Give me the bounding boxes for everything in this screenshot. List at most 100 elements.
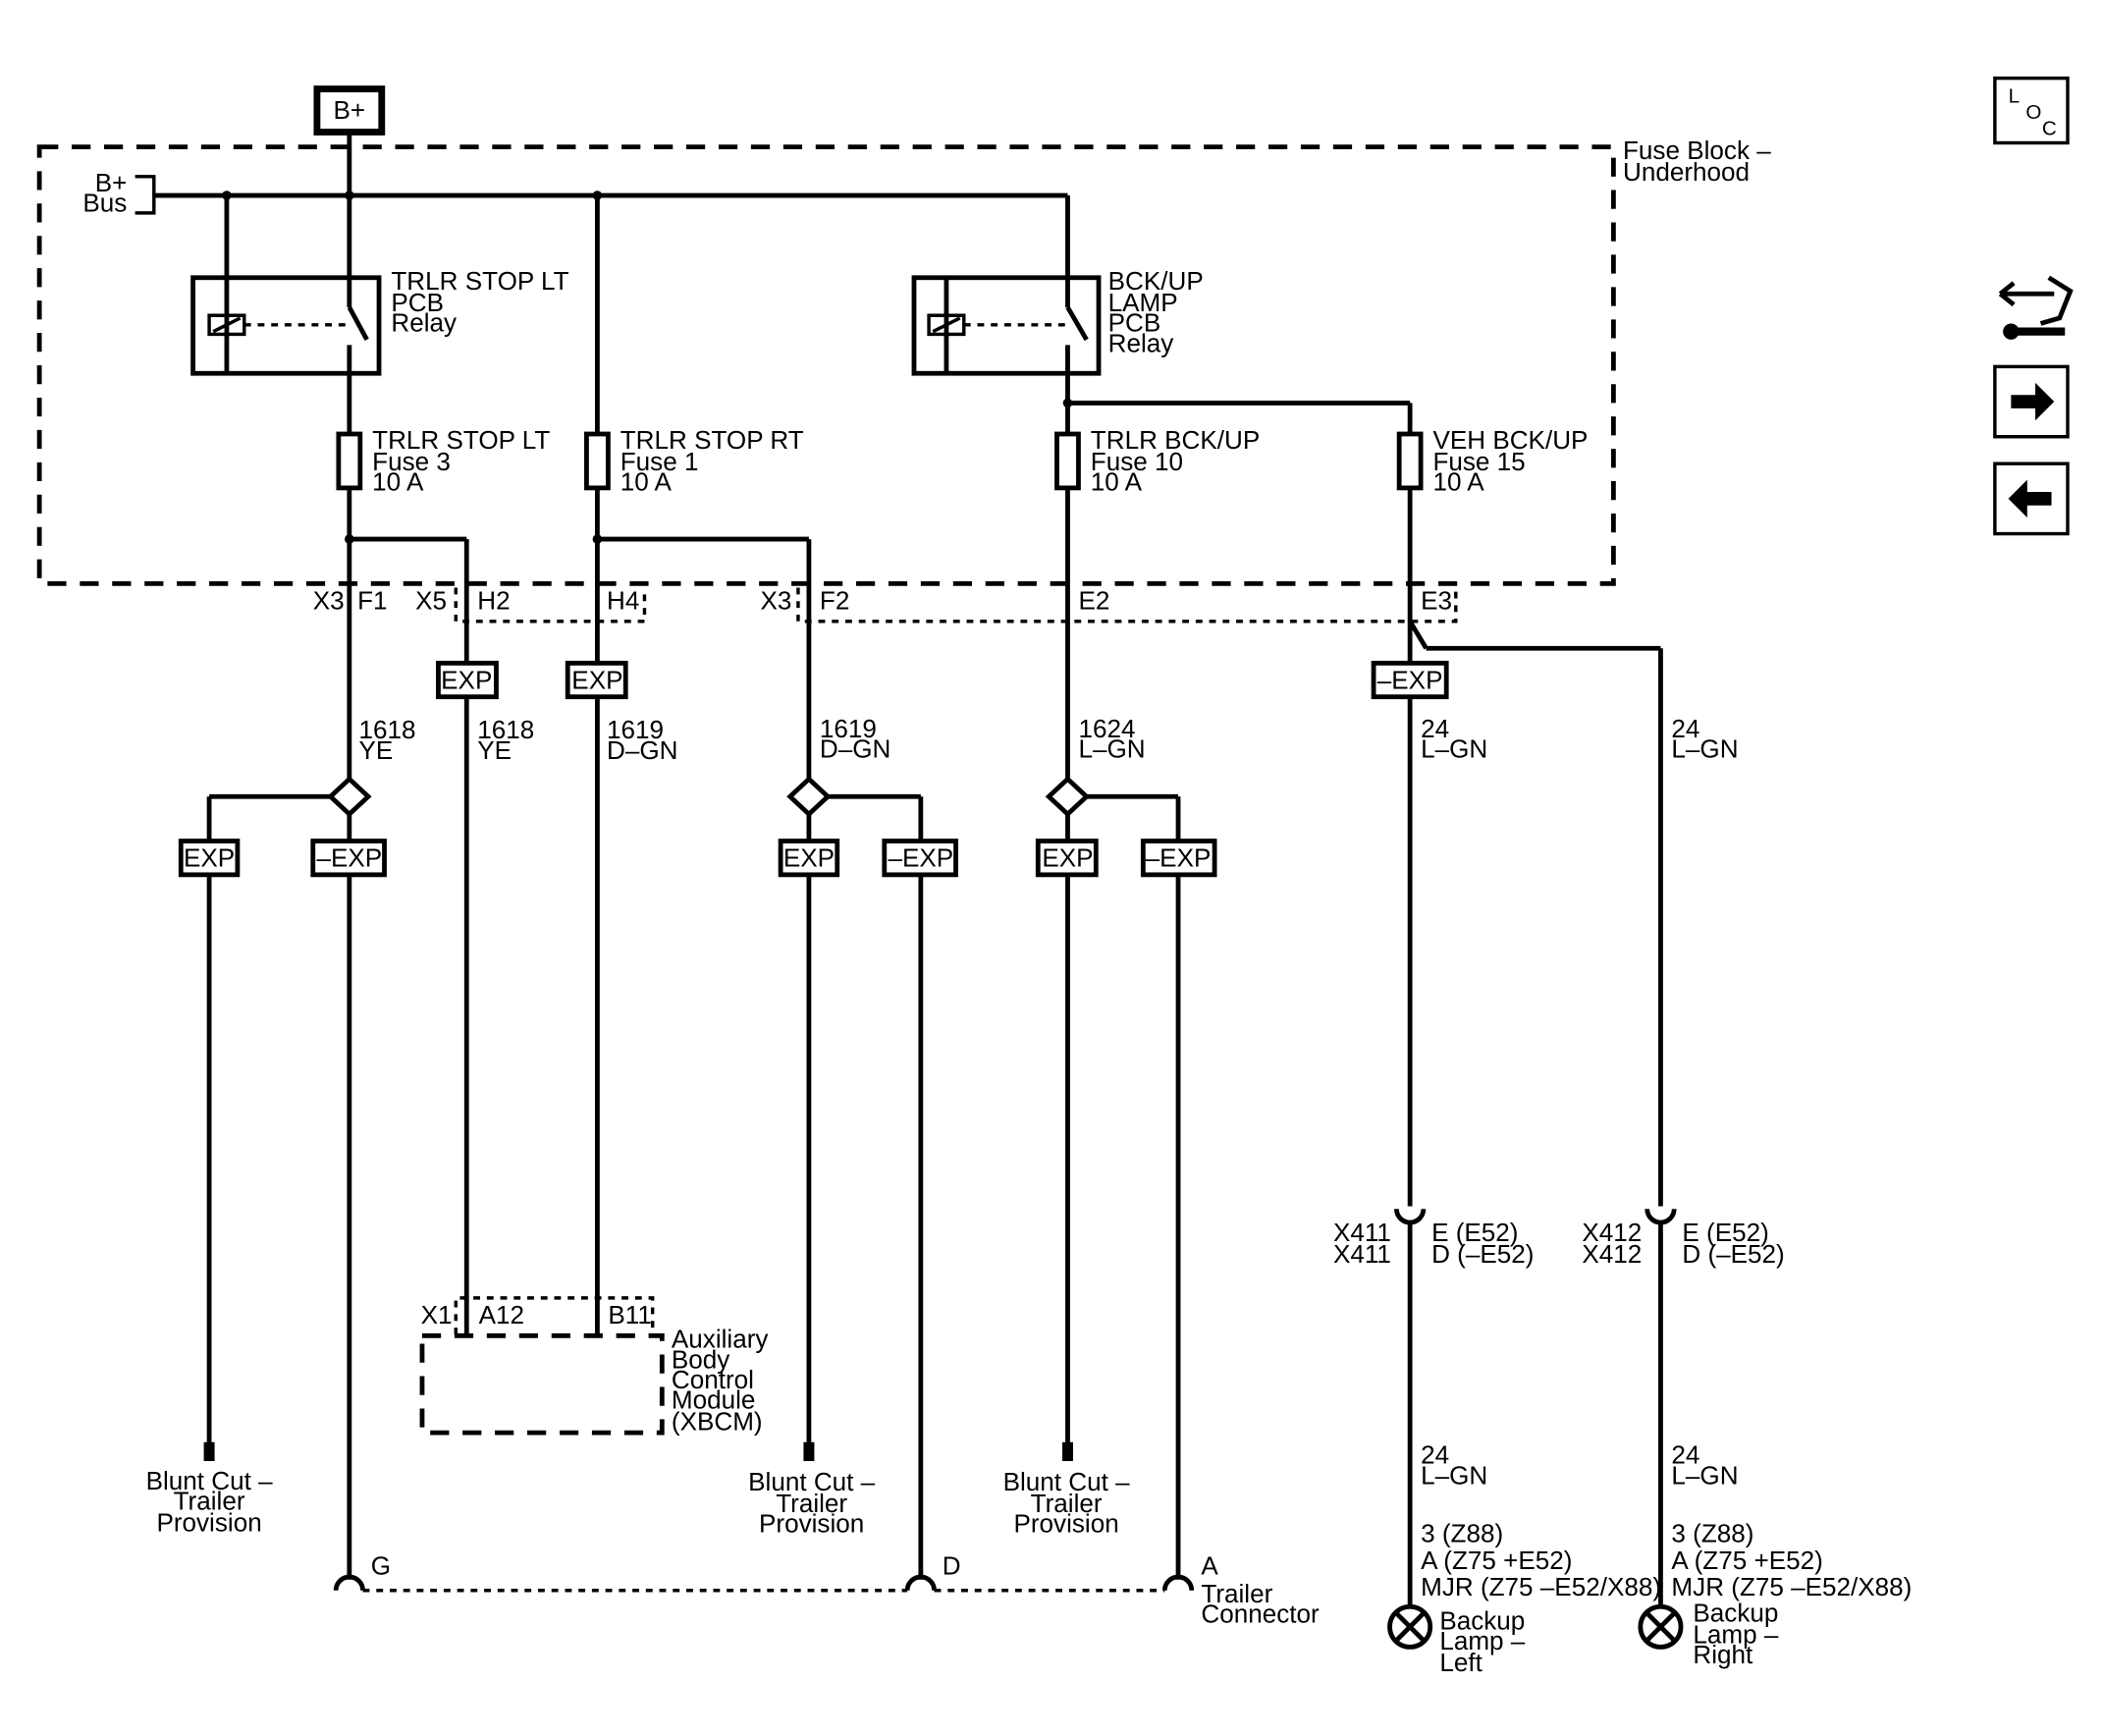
svg-text:Auxiliary: Auxiliary: [672, 1325, 769, 1354]
svg-text:EXP: EXP: [184, 843, 235, 873]
wire-1619-color-a: D–GN: [607, 735, 677, 765]
arrow-left-icon[interactable]: [1993, 461, 2070, 536]
bus-label-1: B+: [95, 168, 128, 197]
svg-text:Blunt Cut –: Blunt Cut –: [146, 1466, 274, 1495]
svg-text:Provision: Provision: [1013, 1509, 1118, 1539]
trailer-pin-d: D: [943, 1550, 961, 1580]
wire-1619-color-b: D–GN: [820, 733, 890, 763]
exp-box-443: EXP: [565, 660, 628, 700]
svg-text:–EXP: –EXP: [1146, 843, 1212, 873]
svg-text:Backup: Backup: [1693, 1598, 1778, 1627]
blunt-cut-end-2: [803, 1441, 815, 1461]
blunt-cut-label-3: Blunt Cut – Trailer Provision: [1003, 1467, 1131, 1539]
trlr-stop-lt-relay: [190, 195, 382, 540]
fuse15-number: Fuse 15: [1432, 447, 1525, 476]
svg-text:Blunt Cut –: Blunt Cut –: [748, 1467, 876, 1496]
svg-text:Trailer: Trailer: [776, 1489, 847, 1518]
connector-x3-outline: [796, 587, 1458, 624]
svg-text:–EXP: –EXP: [889, 843, 954, 873]
wire-1618-color-a: YE: [358, 735, 393, 765]
fuse-10: [1054, 431, 1081, 491]
blunt-cut-label-1: Blunt Cut – Trailer Provision: [146, 1466, 274, 1538]
fuse10-rating: 10 A: [1091, 467, 1143, 497]
wire-24-color-b: L–GN: [1671, 733, 1738, 763]
lamp-left-pin-2: A (Z75 +E52): [1421, 1546, 1572, 1575]
fuse3-rating: 10 A: [372, 467, 424, 497]
relay2-label-3: PCB: [1108, 308, 1161, 338]
wire-24-color-c: L–GN: [1421, 1460, 1487, 1490]
fuse3-number: Fuse 3: [372, 447, 451, 476]
trailer-connector-label-2: Connector: [1201, 1600, 1320, 1629]
pin-f1-label: F1: [357, 585, 387, 615]
backup-lamp-right-icon: [1638, 1603, 1684, 1650]
backup-lamp-left-label: Backup Lamp – Left: [1439, 1606, 1525, 1678]
not-exp-box-259: –EXP: [310, 839, 387, 878]
trailer-pin-g: G: [371, 1550, 391, 1580]
svg-text:Backup: Backup: [1439, 1606, 1525, 1636]
connector-wrench-icon[interactable]: [1998, 275, 2074, 340]
wire-1619-circuit-b: 1619: [820, 714, 877, 743]
xbcm-module-outline: [419, 1332, 665, 1436]
wire-1618-circuit-b: 1618: [477, 715, 534, 744]
x412-pin-2: D (–E52): [1682, 1239, 1784, 1269]
connector-x5-outline: [454, 587, 647, 624]
arrow-right-icon[interactable]: [1993, 364, 2070, 439]
svg-text:Provision: Provision: [759, 1509, 864, 1539]
conn-x3-label: X3: [313, 585, 345, 615]
wire-24-color-a: L–GN: [1421, 733, 1487, 763]
relay2-label-2: LAMP: [1108, 288, 1178, 317]
backup-lamp-right-label: Backup Lamp – Right: [1693, 1598, 1778, 1669]
wire-24-circuit-b: 24: [1671, 714, 1699, 743]
svg-text:EXP: EXP: [783, 843, 835, 873]
svg-text:EXP: EXP: [441, 665, 492, 694]
conn-x5-label: X5: [415, 585, 447, 615]
svg-text:Trailer: Trailer: [174, 1486, 245, 1515]
trailer-connector: [333, 1574, 1195, 1593]
svg-text:EXP: EXP: [571, 665, 622, 694]
wire-1624-circuit: 1624: [1078, 714, 1135, 743]
exp-box-792: EXP: [1035, 839, 1099, 878]
trailer-pin-a: A: [1201, 1550, 1218, 1580]
fuse-block-outline: [36, 144, 1616, 586]
fuse10-name: TRLR BCK/UP: [1091, 425, 1260, 455]
pin-h2-label: H2: [477, 585, 510, 615]
loc-letter-c: C: [2042, 117, 2057, 139]
conn-x1-label: X1: [421, 1300, 453, 1329]
fuse1-number: Fuse 1: [620, 447, 699, 476]
svg-text:–EXP: –EXP: [1377, 665, 1443, 694]
b-plus-box: [313, 85, 386, 136]
bckup-lamp-relay: [911, 195, 1102, 1449]
fuse-1: [584, 431, 611, 491]
svg-text:–EXP: –EXP: [316, 843, 382, 873]
relay2-label-4: Relay: [1108, 328, 1174, 357]
pin-f2-label: F2: [820, 585, 849, 615]
svg-text:Body: Body: [672, 1344, 729, 1374]
wire-1618-circuit-a: 1618: [358, 715, 415, 744]
fuse1-name: TRLR STOP RT: [620, 425, 804, 455]
backup-lamp-left-icon: [1387, 1603, 1433, 1650]
loc-letter-o: O: [2025, 101, 2041, 124]
lamp-right-pin-3: MJR (Z75 –E52/X88): [1671, 1572, 1912, 1601]
exp-box-346: EXP: [436, 660, 499, 700]
relay1-label-2: PCB: [391, 288, 444, 317]
pin-b11-label: B11: [608, 1300, 651, 1329]
x412-pin-1: E (E52): [1682, 1218, 1768, 1247]
svg-text:Control: Control: [672, 1365, 754, 1394]
xbcm-label: Auxiliary Body Control Module (XBCM): [672, 1325, 769, 1437]
relay1-label-1: TRLR STOP LT: [391, 266, 568, 296]
blunt-cut-end-3: [1061, 1441, 1073, 1461]
svg-text:Module: Module: [672, 1384, 756, 1414]
conn-x3b-label: X3: [761, 585, 792, 615]
option-split-diamond-3: [1045, 776, 1091, 818]
relay2-label-1: BCK/UP: [1108, 266, 1204, 296]
fuse15-rating: 10 A: [1432, 467, 1484, 497]
lamp-right-pin-2: A (Z75 +E52): [1671, 1546, 1822, 1575]
svg-text:Provision: Provision: [156, 1507, 261, 1537]
loc-icon[interactable]: L O C: [1993, 76, 2070, 145]
wire-24-circuit-d: 24: [1671, 1440, 1699, 1470]
blunt-cut-end-1: [203, 1441, 215, 1461]
not-exp-box-683: –EXP: [882, 839, 958, 878]
pin-e2-label: E2: [1078, 585, 1109, 615]
x412-label-1: X412: [1582, 1218, 1642, 1247]
